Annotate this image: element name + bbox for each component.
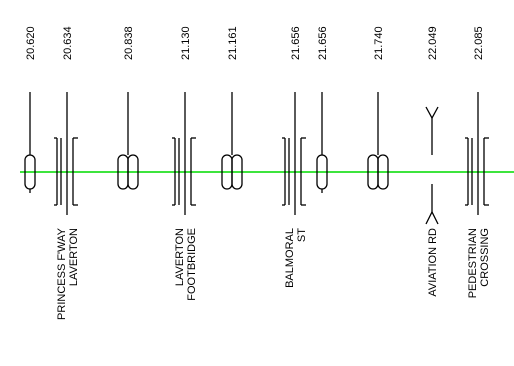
km-label: 21.656 [290, 26, 302, 60]
feature-name: LAVERTON [174, 228, 186, 286]
km-label: 21.130 [180, 26, 192, 60]
km-label: 20.620 [25, 26, 37, 60]
feature-signal-double: 21.740 [367, 26, 389, 190]
feature-name: PEDESTRIAN [467, 228, 479, 298]
feature-name: FOOTBRIDGE [186, 228, 198, 301]
km-label: 22.085 [473, 26, 485, 60]
feature-signal-single: 20.620 [24, 26, 37, 193]
feature-name: BALMORAL [284, 228, 296, 288]
km-label: 21.161 [227, 26, 239, 60]
km-label: 20.634 [62, 26, 74, 60]
feature-name: CROSSING [479, 228, 491, 287]
km-label: 20.838 [123, 26, 135, 60]
km-label: 21.656 [317, 26, 329, 60]
feature-signal-single: 21.656 [316, 26, 329, 193]
feature-signal-double: 20.838 [117, 26, 139, 190]
feature-name: AVIATION RD [427, 228, 439, 297]
feature-name: LAVERTON [68, 228, 80, 286]
feature-name: ST [296, 228, 308, 242]
feature-signal-double: 21.161 [221, 26, 243, 190]
km-label: 21.740 [373, 26, 385, 60]
feature-name: PRINCESS F'WAY [56, 227, 68, 320]
km-label: 22.049 [427, 26, 439, 60]
